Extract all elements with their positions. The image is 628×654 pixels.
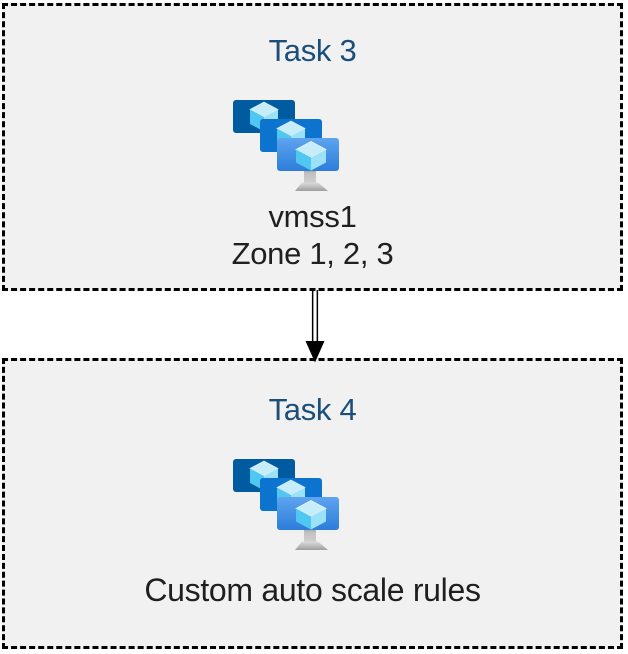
- vm-scale-sets-icon: [233, 459, 339, 553]
- autoscale-rules-label: Custom auto scale rules: [144, 572, 481, 608]
- task3-caption: vmss1 Zone 1, 2, 3: [5, 198, 620, 272]
- vm-scale-sets-icon: [233, 100, 339, 194]
- vmss-name-label: vmss1: [268, 199, 357, 234]
- task4-title: Task 4: [268, 392, 357, 427]
- down-arrow-icon: [305, 290, 325, 363]
- task4-caption: Custom auto scale rules: [5, 572, 620, 609]
- task4-box: Task 4 Custom auto scale rules: [2, 358, 623, 649]
- task3-title: Task 3: [268, 33, 357, 68]
- task3-box: Task 3 vmss1 Zone 1, 2, 3: [2, 3, 623, 291]
- zones-label: Zone 1, 2, 3: [231, 236, 394, 271]
